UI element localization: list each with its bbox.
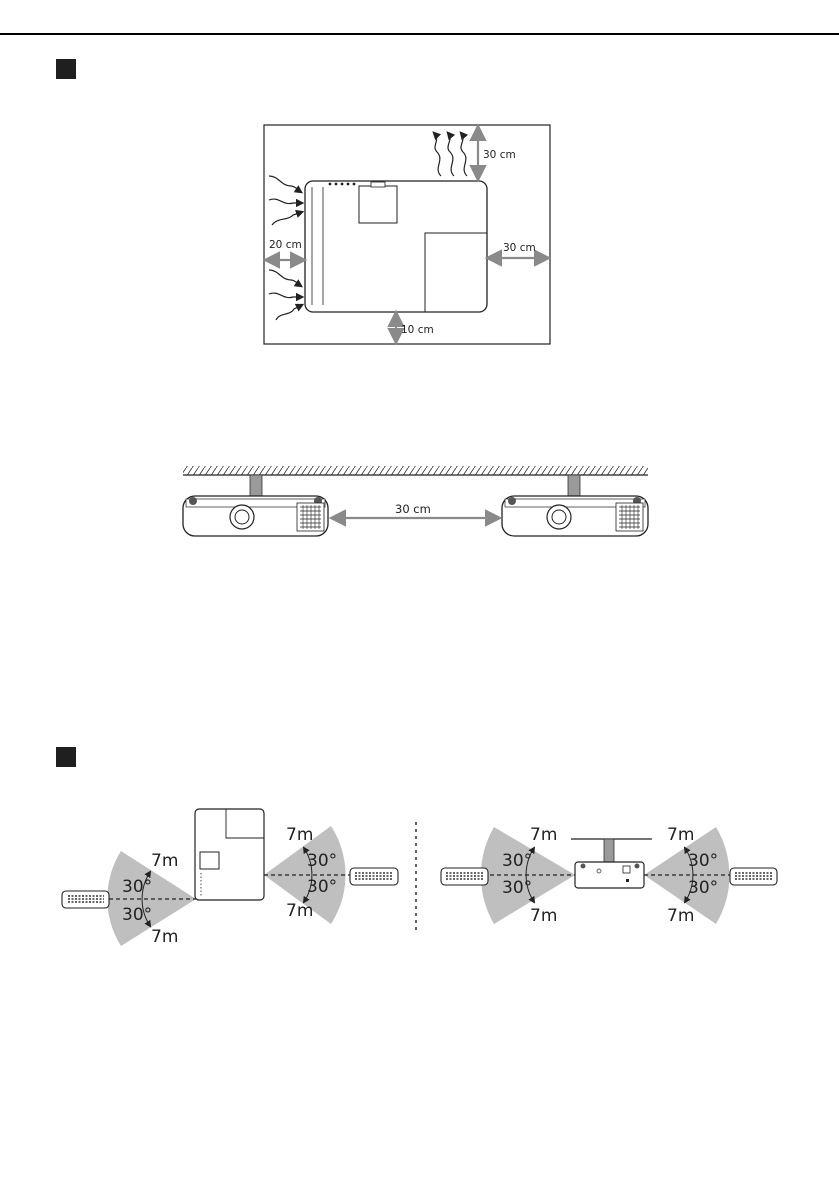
range-right-a-top-distance: 7m: [530, 825, 557, 845]
range-right-a-top-angle: 30°: [502, 851, 532, 871]
range-right-b-top-angle: 30°: [688, 851, 718, 871]
right-panel: [441, 827, 777, 924]
range-right-a-bottom-angle: 30°: [502, 878, 532, 898]
ceiling-mount-pole: [604, 839, 614, 863]
remote-right-a: [441, 868, 488, 885]
range-right-b-bottom-distance: 7m: [667, 906, 694, 926]
projector-front-right: [575, 862, 644, 888]
remote-left-b: [350, 868, 398, 885]
range-left-a-top-angle: 30°: [122, 877, 152, 897]
range-left-a-top-distance: 7m: [151, 851, 178, 871]
projector-top-left: [195, 809, 264, 900]
remote-right-b: [730, 868, 777, 885]
remote-range-diagram: 7m 7m 30° 30° 7m 7m 30° 30°: [0, 0, 839, 1000]
range-left-b-bottom-angle: 30°: [307, 877, 337, 897]
remote-left-a: [62, 891, 109, 908]
range-right-a-bottom-distance: 7m: [530, 906, 557, 926]
range-left-b-top-angle: 30°: [307, 851, 337, 871]
left-panel: [62, 809, 398, 946]
range-left-b-top-distance: 7m: [286, 825, 313, 845]
range-right-b-top-distance: 7m: [667, 825, 694, 845]
range-left-b-bottom-distance: 7m: [286, 901, 313, 921]
range-left-a-bottom-angle: 30°: [122, 905, 152, 925]
range-right-b-bottom-angle: 30°: [688, 878, 718, 898]
range-left-a-bottom-distance: 7m: [151, 927, 178, 947]
